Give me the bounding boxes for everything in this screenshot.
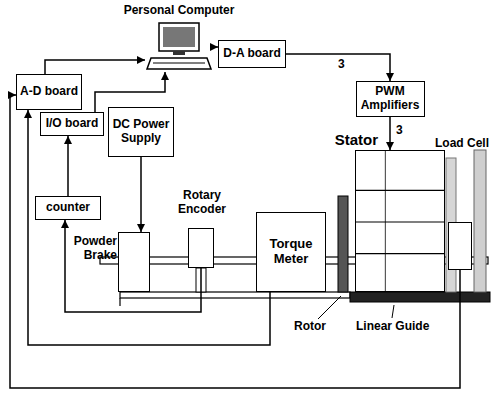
node-label: I/O board [46,117,99,131]
node-heading: Personal Computer [119,4,239,18]
channel-count: 3 [338,58,345,72]
signal-line [286,54,390,81]
board-box: D-A board [218,40,286,68]
powder-brake: Powder Brake [118,232,150,292]
board-box: I/O board [40,112,104,136]
rotary-encoder: Rotary Encoder [188,228,214,268]
torque-meter-box: Torque Meter [256,212,326,292]
part-label: Linear Guide [356,320,429,334]
stator-lines [356,151,444,291]
guide-leader [392,305,394,318]
signal-line [10,95,460,388]
node-heading: Powder Brake [69,235,117,263]
keyboard [147,58,211,69]
board-box: A-D board [16,74,82,110]
signal-line [45,60,145,74]
frame-leg [119,298,120,306]
node-label: counter [46,201,90,215]
rotor-leader [318,296,341,319]
key-row [153,63,205,64]
load-cell-frame [474,150,486,292]
load-cell: Load Cell [448,222,472,270]
signal-line [389,117,391,150]
computer-icon: Personal Computer [145,22,213,72]
stator-box: Stator [355,150,445,292]
node-heading: Stator [326,131,378,148]
part-label: Rotor [294,320,326,334]
computer-drawing [145,22,213,72]
node-heading: Load Cell [431,137,493,151]
node-label: A-D board [20,85,78,99]
screen [163,27,195,47]
node-heading: Rotary Encoder [176,189,228,217]
stand [173,51,185,55]
node-label: PWM Amplifiers [359,85,422,113]
node-label: DC Power Supply [111,118,171,146]
linear-guide [350,292,490,302]
channel-count: 3 [396,124,403,138]
power-supply-box: DC Power Supply [108,107,174,157]
counter-box: counter [35,196,101,220]
signal-line [67,136,69,196]
amplifier-box: PWM Amplifiers [356,81,425,117]
node-label: D-A board [223,47,281,61]
signal-line [140,157,142,232]
rotor-disk [338,196,348,292]
base-frame [120,292,350,298]
signal-line [65,220,201,312]
monitor [159,23,199,51]
signal-line [95,72,165,112]
node-label: Torque Meter [259,237,323,267]
